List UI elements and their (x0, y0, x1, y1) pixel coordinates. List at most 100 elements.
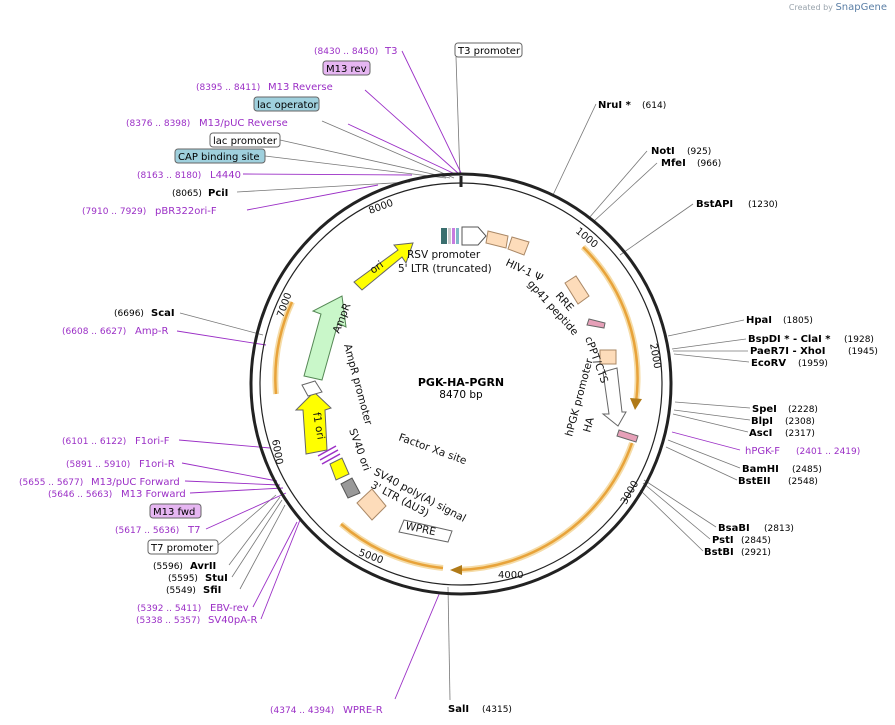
site-mfei: MfeI (661, 158, 686, 169)
site-blpi: BlpI (751, 416, 773, 427)
site-hpai-pos: (1805) (783, 316, 813, 326)
primer-m13-puc-forward: M13/pUC Forward (91, 477, 180, 488)
site-pcii-pos: (8065) (172, 189, 202, 199)
primer-l4440: L4440 (210, 170, 241, 181)
tick-label-3000: 3000 (619, 479, 641, 507)
site-psti-pos: (2845) (741, 536, 771, 546)
site-bamhi-pos: (2485) (792, 465, 822, 475)
box-lac-operator: lac operator (257, 100, 318, 111)
site-bamhi: BamHI (742, 464, 779, 475)
site-asci-pos: (2317) (785, 429, 815, 439)
feature-ampr-promoter: AmpR promoter (341, 343, 374, 427)
primer-m13-reverse: M13 Reverse (268, 82, 333, 93)
snapgene-logo: SnapGene (835, 2, 887, 13)
primer-hpgk-f: hPGK-F (745, 446, 780, 457)
site-spei: SpeI (752, 404, 777, 415)
site-hpai: HpaI (746, 315, 772, 326)
tick-label-2000: 2000 (647, 343, 662, 370)
feature-ha: HA (581, 415, 597, 433)
site-asci: AscI (749, 428, 772, 439)
site-avrii-pos: (5596) (153, 562, 183, 572)
primer-m13-forward-pos: (5646 .. 5663) (48, 490, 112, 500)
site-sfii-pos: (5549) (166, 586, 196, 596)
primer-t7: T7 (187, 525, 200, 536)
primer-sv40pa-r-pos: (5338 .. 5357) (136, 616, 200, 626)
tick-label-4000: 4000 (498, 570, 523, 581)
feature-sv40-ori: SV40 ori (346, 427, 372, 473)
feature-rsv-promoter: RSV promoter (407, 249, 481, 261)
orf-arcs (272, 244, 642, 575)
site-bsabi: BsaBI (718, 523, 750, 534)
feature-f1-ori: f1 ori (310, 411, 327, 440)
primer-f1ori-r-pos: (5891 .. 5910) (66, 460, 130, 470)
primer-wpre-r: WPRE-R (343, 705, 383, 716)
site-nrui-pos: (614) (642, 101, 666, 111)
site-noti: NotI (651, 146, 675, 157)
right-guide-lines (447, 103, 751, 701)
primer-amp-r-pos: (6608 .. 6627) (62, 327, 126, 337)
primer-m13-puc-reverse-pos: (8376 .. 8398) (126, 119, 190, 129)
feature-hiv1-psi: HIV-1 Ψ (504, 257, 545, 285)
site-bsabi-pos: (2813) (764, 524, 794, 534)
site-nrui: NruI * (598, 100, 632, 111)
primer-amp-r: Amp-R (135, 326, 169, 337)
site-sfii: SfiI (203, 585, 221, 596)
site-stui: StuI (205, 573, 228, 584)
box-cap-binding-site: CAP binding site (178, 152, 260, 163)
tick-label-6000: 6000 (269, 439, 284, 466)
primer-l4440-pos: (8163 .. 8180) (137, 171, 201, 181)
left-primer-labels: (8430 .. 8450) T3 (8395 .. 8411) M13 Rev… (19, 46, 397, 716)
primer-m13-reverse-pos: (8395 .. 8411) (196, 83, 260, 93)
site-bstbi: BstBI (704, 547, 734, 558)
primer-guide-lines (176, 50, 741, 700)
site-scai: ScaI (151, 308, 175, 319)
primer-f1ori-r: F1ori-R (139, 459, 175, 470)
site-mfei-pos: (966) (697, 159, 721, 169)
site-sali: SalI (448, 704, 469, 715)
primer-f1ori-f: F1ori-F (135, 436, 170, 447)
primer-t3-pos: (8430 .. 8450) (314, 47, 378, 57)
site-paer7i-xhoi-pos: (1945) (848, 347, 878, 357)
site-blpi-pos: (2308) (785, 417, 815, 427)
primer-wpre-r-pos: (4374 .. 4394) (270, 706, 334, 716)
watermark-prefix: Created by (788, 3, 833, 12)
site-psti: PstI (712, 535, 734, 546)
box-m13-fwd: M13 fwd (153, 507, 195, 518)
primer-t3: T3 (384, 46, 397, 57)
primer-sv40pa-r: SV40pA-R (208, 615, 257, 626)
left-guide-lines (179, 56, 461, 590)
primer-pbr322ori-f: pBR322ori-F (155, 206, 217, 217)
boxed-labels: T3 promoter M13 rev lac operator lac pro… (147, 42, 523, 555)
primer-hpgk-f-pos: (2401 .. 2419) (796, 447, 860, 457)
site-spei-pos: (2228) (788, 405, 818, 415)
site-bspdi-clai-pos: (1928) (844, 335, 874, 345)
backbone-outer-circle (249, 172, 673, 596)
site-bstapi-pos: (1230) (748, 200, 778, 210)
primer-m13-puc-forward-pos: (5655 .. 5677) (19, 478, 83, 488)
right-site-labels: NruI * (614) NotI (925) MfeI (966) BstAP… (448, 100, 878, 715)
left-site-labels: (8065) PciI (6696) ScaI (5596) AvrII (55… (114, 188, 228, 596)
site-avrii: AvrII (190, 561, 216, 572)
site-bsteii-pos: (2548) (788, 477, 818, 487)
plasmid-name: PGK-HA-PGRN (418, 376, 504, 389)
primer-pbr322ori-f-pos: (7910 .. 7929) (82, 207, 146, 217)
box-m13-rev: M13 rev (326, 64, 367, 75)
site-bstapi: BstAPI (696, 199, 733, 210)
site-bspdi-clai: BspDI * - ClaI * (748, 334, 831, 345)
site-bsteii: BstEII (738, 476, 771, 487)
watermark: Created by SnapGene (789, 2, 887, 13)
site-pcii: PciI (208, 188, 228, 199)
feature-5ltr-truncated: 5' LTR (truncated) (398, 263, 492, 275)
primer-m13-forward: M13 Forward (121, 489, 186, 500)
site-paer7i-xhoi: PaeR7I - XhoI (750, 346, 826, 357)
site-ecorv: EcoRV (751, 358, 786, 369)
site-scai-pos: (6696) (114, 309, 144, 319)
box-lac-promoter: lac promoter (213, 136, 278, 147)
primer-f1ori-f-pos: (6101 .. 6122) (62, 437, 126, 447)
site-noti-pos: (925) (687, 147, 711, 157)
site-stui-pos: (5595) (168, 574, 198, 584)
site-bstbi-pos: (2921) (741, 548, 771, 558)
feature-glyphs (294, 226, 639, 543)
box-t3-promoter: T3 promoter (457, 46, 521, 57)
box-t7-promoter: T7 promoter (150, 543, 214, 554)
